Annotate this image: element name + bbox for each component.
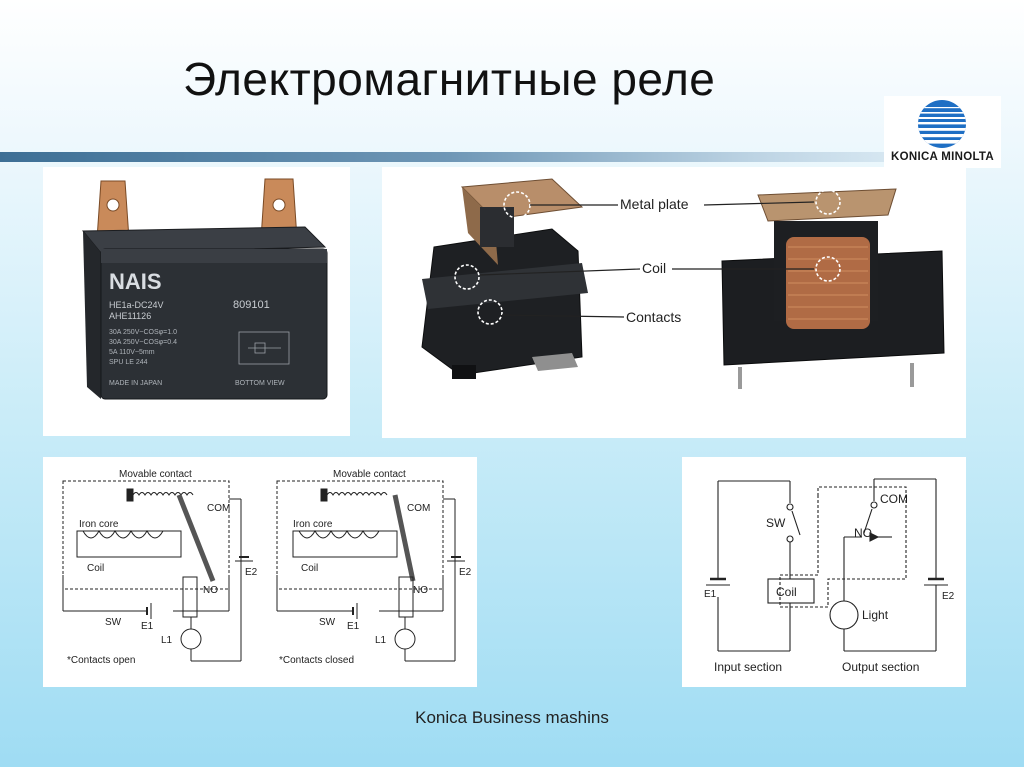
left-coil-label: Coil bbox=[87, 563, 104, 574]
relay-brand: NAIS bbox=[109, 269, 162, 294]
relay-bottom-view: BOTTOM VIEW bbox=[235, 380, 285, 387]
relay-cutaway-panel: Metal plate Coil Contacts bbox=[382, 167, 966, 438]
relay-cutaway-photos: Metal plate Coil Contacts bbox=[421, 178, 945, 389]
io-sw-label: SW bbox=[766, 516, 786, 530]
relay-schematics-panel: Movable contact Iron core Coil COM NO SW… bbox=[43, 457, 477, 687]
right-com-label: COM bbox=[407, 503, 430, 514]
relay-rating-2: 30A 250V~COSφ=0.4 bbox=[109, 339, 177, 346]
left-sw-label: SW bbox=[105, 617, 122, 628]
relay-photo-panel: NAIS 809101 HE1a-DC24V AHE11126 30A 250V… bbox=[43, 167, 350, 436]
io-com-label: COM bbox=[880, 492, 908, 506]
io-schematic: COM NO SW Coil Light E1 E2 Input section… bbox=[704, 478, 955, 674]
label-coil: Coil bbox=[642, 260, 666, 276]
io-light-label: Light bbox=[862, 608, 889, 622]
relay-model-1: HE1a-DC24V bbox=[109, 300, 164, 310]
slide-footer: Konica Business mashins bbox=[415, 708, 609, 727]
io-e2-label: E2 bbox=[942, 591, 955, 602]
right-movable-contact-label: Movable contact bbox=[333, 469, 406, 480]
relay-rating-4: SPU LE 244 bbox=[109, 359, 148, 366]
relay-rating-1: 30A 250V~COSφ=1.0 bbox=[109, 329, 177, 336]
right-sw-label: SW bbox=[319, 617, 336, 628]
io-no-label: NO bbox=[854, 526, 872, 540]
right-l1-label: L1 bbox=[375, 635, 387, 646]
right-e1-label: E1 bbox=[347, 621, 360, 632]
label-contacts: Contacts bbox=[626, 309, 681, 325]
io-schematic-panel: COM NO SW Coil Light E1 E2 Input section… bbox=[682, 457, 966, 687]
right-caption: *Contacts closed bbox=[279, 655, 354, 666]
konica-minolta-logo: KONICA MINOLTA bbox=[884, 96, 1001, 168]
io-output-section-label: Output section bbox=[842, 660, 919, 674]
io-input-section-label: Input section bbox=[714, 660, 782, 674]
left-caption: *Contacts open bbox=[67, 655, 135, 666]
label-metal-plate: Metal plate bbox=[620, 196, 689, 212]
right-coil-label: Coil bbox=[301, 563, 318, 574]
io-coil-label: Coil bbox=[776, 585, 797, 599]
right-iron-core-label: Iron core bbox=[293, 519, 333, 530]
slide-title: Электромагнитные реле bbox=[183, 53, 716, 105]
right-no-label: NO bbox=[413, 585, 428, 596]
relay-made-in: MADE IN JAPAN bbox=[109, 380, 162, 387]
logo-text: KONICA MINOLTA bbox=[891, 151, 994, 163]
left-no-label: NO bbox=[203, 585, 218, 596]
relay-schematics: Movable contact Iron core Coil COM NO SW… bbox=[62, 469, 472, 666]
left-l1-label: L1 bbox=[161, 635, 173, 646]
left-iron-core-label: Iron core bbox=[79, 519, 119, 530]
title-underline bbox=[0, 152, 1000, 162]
relay-code: 809101 bbox=[233, 299, 270, 311]
io-e1-label: E1 bbox=[704, 589, 717, 600]
relay-model-2: AHE11126 bbox=[109, 311, 151, 321]
left-com-label: COM bbox=[207, 503, 230, 514]
right-e2-label: E2 bbox=[459, 567, 472, 578]
relay-photo: NAIS 809101 HE1a-DC24V AHE11126 30A 250V… bbox=[81, 178, 328, 400]
globe-icon bbox=[918, 100, 966, 148]
relay-rating-3: 5A 110V~5mm bbox=[109, 349, 155, 356]
left-movable-contact-label: Movable contact bbox=[119, 469, 192, 480]
left-e2-label: E2 bbox=[245, 567, 258, 578]
left-e1-label: E1 bbox=[141, 621, 154, 632]
